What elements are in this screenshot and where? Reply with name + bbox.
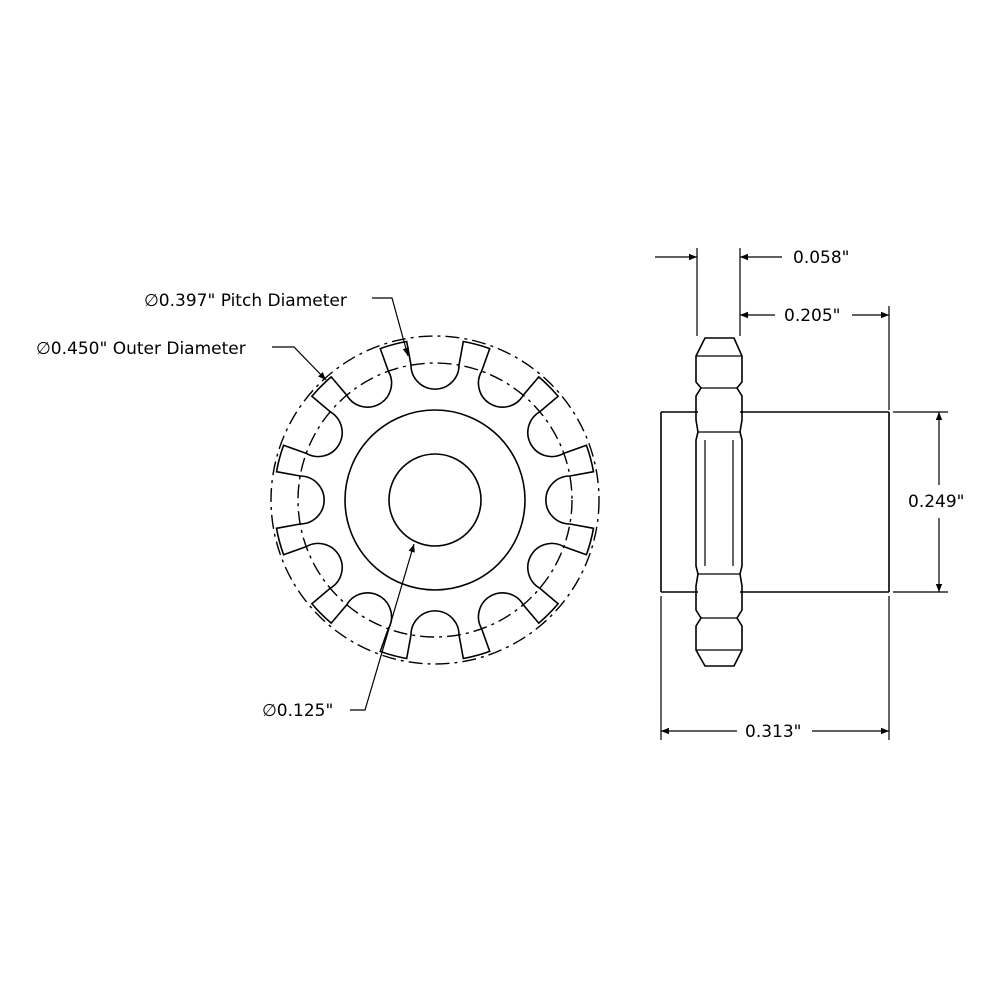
side-view: 0.058" 0.205" 0.249" 0.313" <box>655 248 965 742</box>
front-view: ∅0.397" Pitch Diameter ∅0.450" Outer Dia… <box>36 291 600 721</box>
outer-diameter-circle <box>270 335 600 665</box>
tooth-width-label: 0.058" <box>793 248 850 268</box>
overall-length-dimension: 0.313" <box>661 722 889 742</box>
pitch-diameter-label: ∅0.397" Pitch Diameter <box>144 291 347 311</box>
bore-diameter-leader <box>350 543 415 711</box>
outer-diameter-leader <box>272 346 327 381</box>
hub-offset-label: 0.205" <box>784 306 841 326</box>
tooth-width-dimension: 0.058" <box>655 248 850 268</box>
bore-diameter-label: ∅0.125" <box>262 701 333 721</box>
hub-circle <box>344 409 526 591</box>
overall-length-label: 0.313" <box>745 722 802 742</box>
pitch-diameter-callout: ∅0.397" Pitch Diameter <box>144 291 409 357</box>
hub-offset-dimension: 0.205" <box>740 306 889 326</box>
bore-circle <box>388 453 482 547</box>
sprocket-tooth-band <box>695 337 743 667</box>
pitch-diameter-leader <box>372 297 409 357</box>
bore-diameter-callout: ∅0.125" <box>262 543 415 721</box>
hub-diameter-dimension: 0.249" <box>908 412 965 592</box>
pitch-diameter-circle <box>297 362 573 638</box>
hub-diameter-label: 0.249" <box>908 492 965 512</box>
outer-diameter-callout: ∅0.450" Outer Diameter <box>36 339 327 381</box>
sprocket-tooth-profile <box>275 340 595 660</box>
outer-diameter-label: ∅0.450" Outer Diameter <box>36 339 246 359</box>
